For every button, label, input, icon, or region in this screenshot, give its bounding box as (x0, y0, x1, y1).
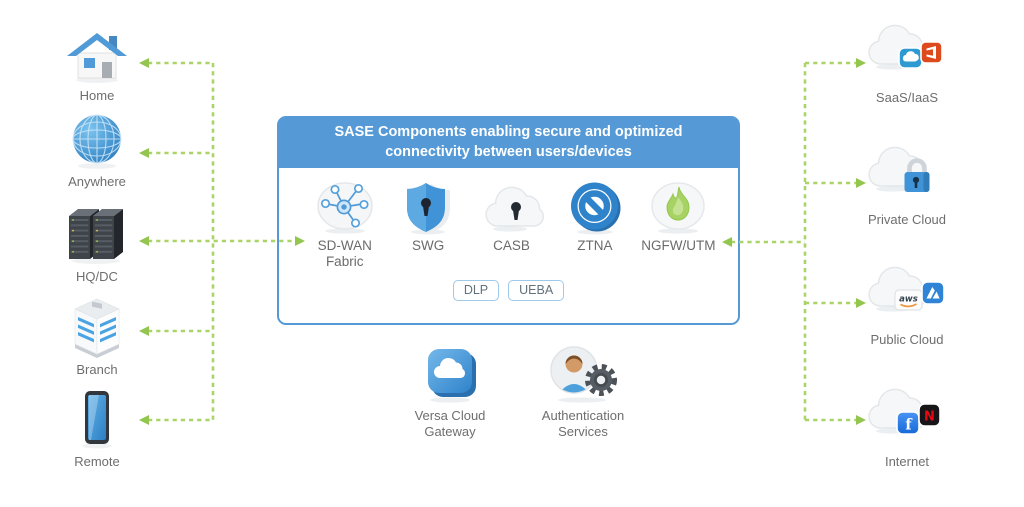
right-node-label: SaaS/IaaS (875, 90, 939, 105)
right-node-private-cloud: Private Cloud (852, 142, 962, 228)
bottom-node-label: Authentication Services (541, 408, 625, 439)
house-icon (67, 33, 127, 83)
chips-row: DLP UEBA (279, 279, 738, 301)
components-row: SD-WAN Fabric SWG C (279, 168, 738, 270)
svg-text:aws: aws (899, 295, 918, 305)
svg-text:f: f (905, 416, 913, 434)
cloud-keyhole-icon (484, 186, 544, 233)
left-node-label: HQ/DC (76, 269, 118, 284)
aws-tile-icon: aws (894, 289, 923, 311)
office-building-icon (74, 298, 120, 358)
globe-icon (72, 114, 122, 169)
right-node-internet: f N Internet (852, 384, 962, 470)
component-swg: SWG (386, 180, 469, 254)
left-node-home: Home (49, 26, 145, 104)
netflix-tile-icon: N (918, 403, 941, 427)
flame-icon (651, 182, 706, 234)
no-entry-icon (570, 182, 621, 235)
component-casb: CASB (470, 180, 553, 254)
right-node-saas-iaas: SaaS/IaaS (852, 20, 962, 106)
left-node-branch: Branch (49, 296, 145, 378)
component-label: SD-WAN Fabric (317, 238, 372, 270)
left-node-label: Home (79, 88, 115, 103)
left-node-remote: Remote (49, 388, 145, 470)
panel-title: SASE Components enabling secure and opti… (279, 118, 738, 169)
sase-components-panel: SASE Components enabling secure and opti… (277, 116, 740, 325)
cloud-app-tile-icon (428, 349, 476, 403)
bottom-node-authentication-services: Authentication Services (520, 342, 646, 440)
svg-text:N: N (924, 410, 935, 425)
chip-ueba: UEBA (508, 279, 565, 301)
salesforce-tile-icon (898, 47, 923, 69)
component-label: NGFW/UTM (641, 238, 716, 254)
bottom-node-label: Versa Cloud Gateway (414, 408, 486, 439)
bottom-node-versa-cloud-gateway: Versa Cloud Gateway (402, 342, 498, 440)
component-label: CASB (493, 238, 530, 254)
right-node-label: Public Cloud (870, 332, 944, 347)
server-racks-icon (69, 209, 123, 264)
smartphone-icon (82, 391, 112, 449)
component-ztna: ZTNA (553, 180, 636, 254)
cloud-padlock-icon (868, 146, 930, 193)
shield-keyhole-icon (407, 183, 451, 235)
left-node-hqdc: HQ/DC (49, 203, 145, 285)
cloud-facebook-netflix-icon: f N (868, 388, 941, 435)
chip-dlp: DLP (452, 279, 500, 301)
cloud-aws-azure-icon: aws (868, 266, 945, 313)
component-ngfw-utm: NGFW/UTM (637, 180, 720, 254)
component-sdwan-fabric: SD-WAN Fabric (303, 180, 386, 270)
component-label: SWG (411, 238, 445, 254)
office-tile-icon (920, 41, 943, 64)
component-label: ZTNA (577, 238, 613, 254)
right-node-public-cloud: aws Public Cloud (852, 262, 962, 348)
cloud-salesforce-office-icon (868, 24, 943, 71)
left-node-label: Branch (76, 362, 118, 377)
user-gear-icon (550, 346, 617, 403)
left-node-anywhere: Anywhere (49, 112, 145, 190)
sdwan-fabric-hub-icon (316, 182, 373, 234)
left-node-label: Remote (74, 454, 120, 469)
right-node-label: Internet (884, 454, 930, 469)
facebook-tile-icon: f (896, 411, 920, 435)
right-node-label: Private Cloud (867, 212, 947, 227)
left-node-label: Anywhere (68, 174, 126, 189)
azure-tile-icon (921, 281, 945, 305)
padlock-icon (904, 158, 930, 192)
